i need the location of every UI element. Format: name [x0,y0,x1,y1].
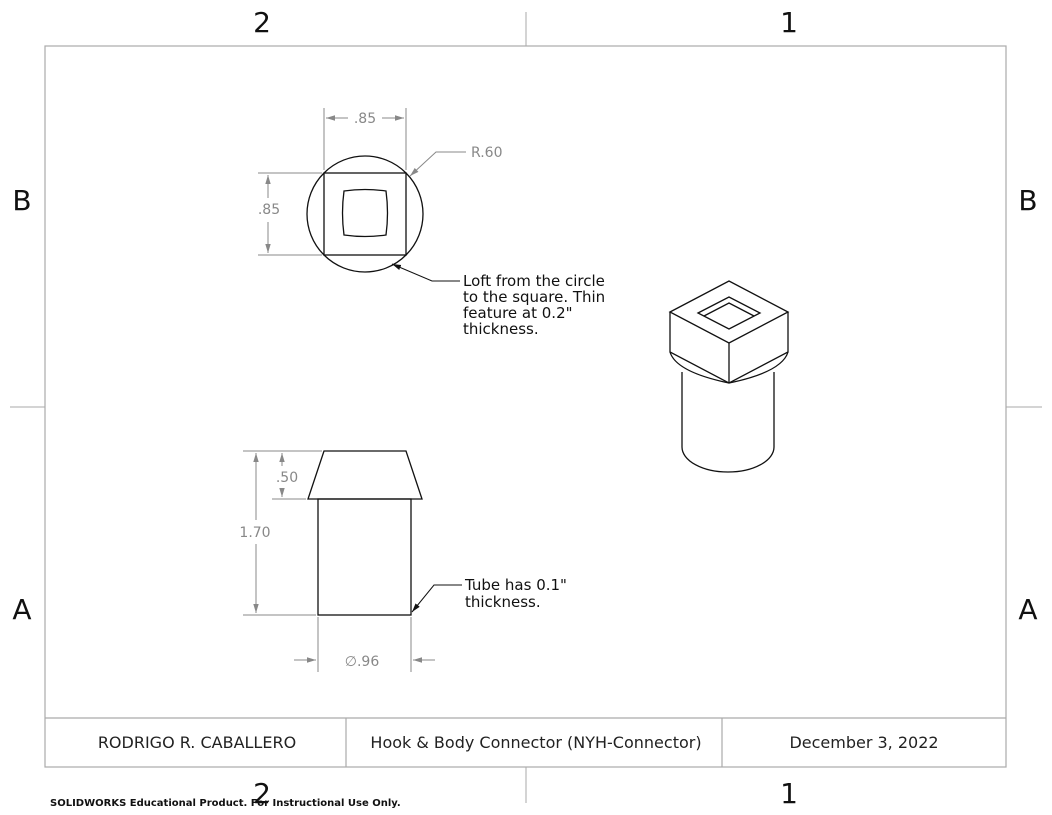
isometric-view [668,280,790,473]
zone-label-right-b: B [1018,184,1037,217]
outer-square [323,172,407,256]
dim-top-width: .85 [354,111,376,127]
title-block: RODRIGO R. CABALLERO Hook & Body Connect… [45,717,1006,767]
zone-label-left-b: B [12,184,31,217]
note-tube-line-2: thickness. [465,593,541,611]
head-top-face [668,280,790,344]
dim-head-height: .50 [276,470,298,486]
zone-label-top-2: 2 [253,6,271,39]
sheet-border [44,45,1007,768]
head-opening [696,296,762,330]
note-loft-line-2: to the square. Thin [463,288,605,306]
outer-circle [306,155,424,273]
dim-diameter: ∅.96 [345,654,380,670]
note-loft-line-3: feature at 0.2" [463,304,573,322]
note-loft-line-1: Loft from the circle [463,272,605,290]
title-block-date: December 3, 2022 [789,733,938,752]
cylinder-body [681,372,775,473]
title-block-author: RODRIGO R. CABALLERO [98,733,296,752]
zone-label-bottom-1: 1 [780,777,798,810]
zone-label-left-a: A [12,593,31,626]
dim-radius: R.60 [471,145,503,161]
zone-label-bottom-2: 2 [253,777,271,810]
zone-label-top-1: 1 [780,6,798,39]
dim-total-height: 1.70 [239,525,270,541]
educational-watermark: SOLIDWORKS Educational Product. For Inst… [50,798,401,809]
dim-top-height: .85 [258,202,280,218]
tapered-head [307,450,423,500]
note-loft-line-4: thickness. [463,320,539,338]
top-view: .85 .85 R.60 Loft from the circle to the… [258,108,605,338]
zone-label-right-a: A [1018,593,1037,626]
front-view: .50 1.70 ∅.96 Tube has 0.1" thickness. [239,450,567,672]
tube-body [317,498,412,616]
note-tube-line-1: Tube has 0.1" [464,576,567,594]
title-block-title: Hook & Body Connector (NYH-Connector) [370,733,701,752]
inner-square-opening [341,188,389,238]
